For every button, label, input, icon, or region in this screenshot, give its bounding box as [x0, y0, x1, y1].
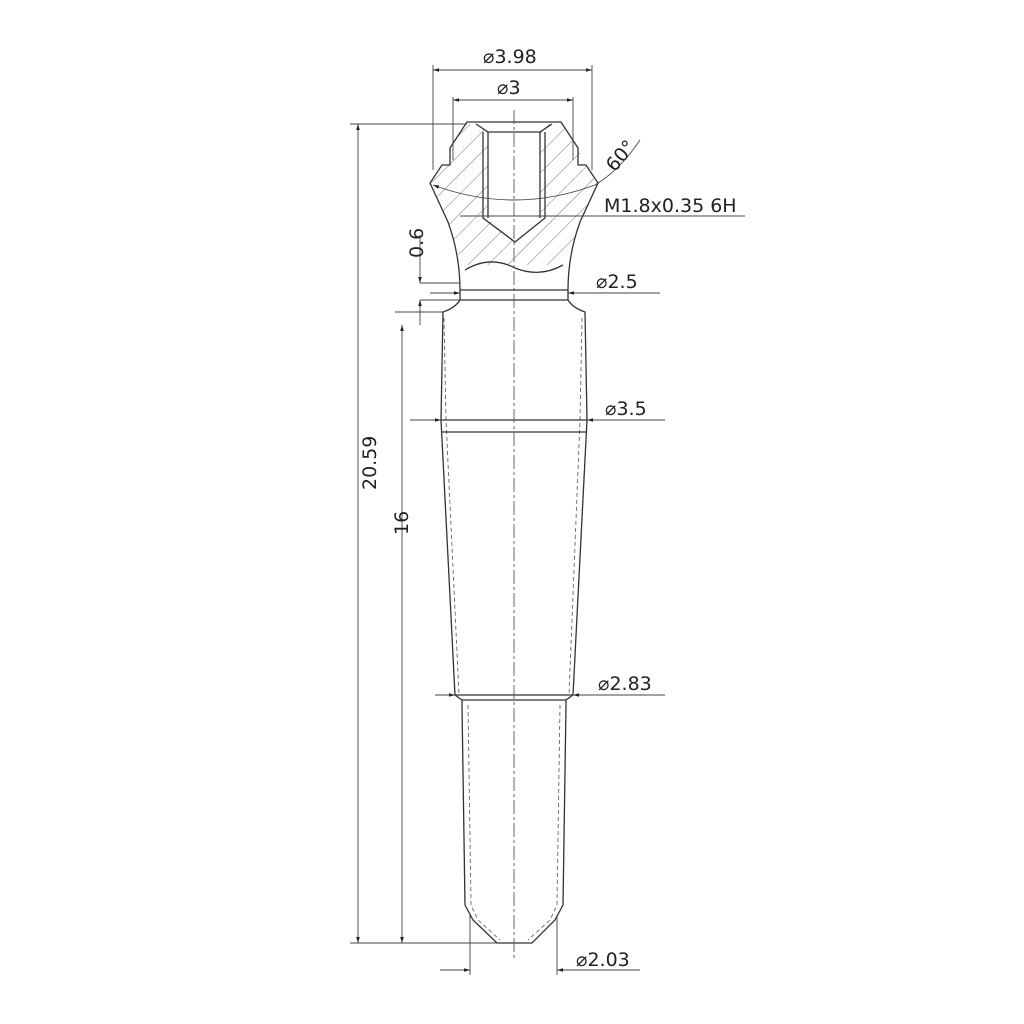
tip-diameter-label: ⌀2.03 [576, 949, 630, 971]
head-diameter-label: ⌀3.98 [483, 46, 537, 68]
thread-label: M1.8x0.35 6H [604, 195, 737, 217]
dim-head-diameter [432, 65, 593, 170]
body-diameter-label: ⌀3.5 [605, 398, 647, 420]
step-diameter-label: ⌀2.83 [598, 673, 652, 695]
angle-label: 60° [602, 136, 641, 176]
inner-diameter-label: ⌀3 [497, 77, 521, 99]
body-length-label: 16 [391, 511, 413, 535]
neck-height-label: 0.6 [406, 228, 428, 258]
total-length-label: 20.59 [359, 436, 381, 490]
part-outline [429, 121, 599, 944]
section-hatch [431, 124, 597, 265]
neck-diameter-label: ⌀2.5 [596, 271, 638, 293]
